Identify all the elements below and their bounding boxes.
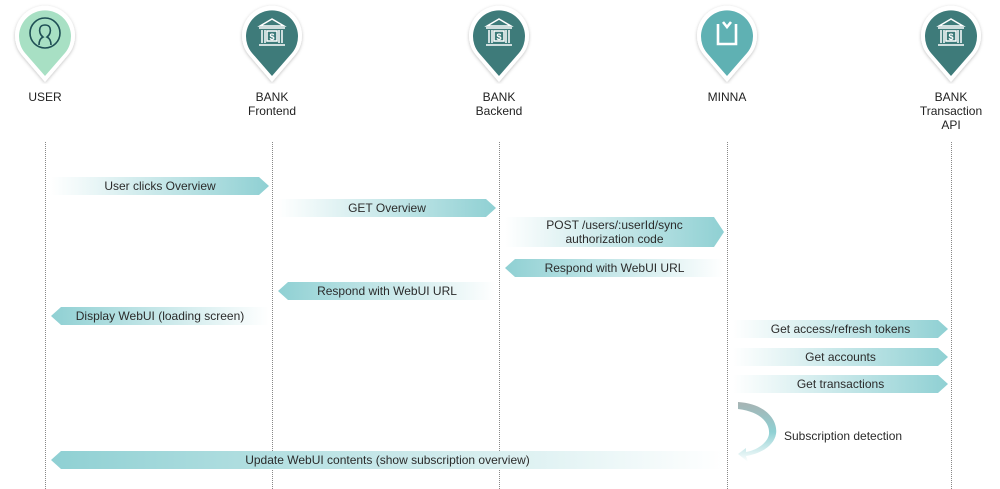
self-call-label: Subscription detection [784, 429, 903, 443]
actor-minna: MINNA [667, 0, 787, 104]
message-label: Get accounts [805, 350, 876, 364]
svg-text:$: $ [269, 32, 274, 42]
message-label: User clicks Overview [104, 179, 216, 193]
message-arrow: Respond with WebUI URL [505, 259, 724, 277]
message-label: Get access/refresh tokens [770, 322, 911, 336]
actor-label-line: MINNA [707, 90, 747, 104]
actor-pin [12, 0, 78, 84]
message-label: Update WebUI contents (show subscription… [245, 453, 530, 467]
message-arrow: User clicks Overview [51, 177, 269, 195]
lifeline-bank-frontend [272, 142, 273, 489]
minna-logo-icon [716, 21, 738, 46]
message-label: Respond with WebUI URL [544, 261, 685, 275]
actor-label-line: Frontend [247, 104, 297, 118]
actor-label: USER [0, 90, 105, 104]
message-arrow: GET Overview [278, 199, 496, 217]
actor-label-line: Backend [475, 104, 523, 118]
bank-icon: $ [257, 18, 287, 46]
lifeline-user [45, 142, 46, 489]
actor-label-line: API [941, 118, 961, 132]
message-arrow: Get accounts [733, 348, 948, 366]
actor-label-line: BANK [255, 90, 289, 104]
lifeline-bank-backend [499, 142, 500, 489]
message-label: Respond with WebUI URL [317, 284, 457, 298]
message-arrow: Update WebUI contents (show subscription… [51, 451, 724, 469]
actor-label-line: BANK [482, 90, 516, 104]
user-icon [29, 17, 61, 49]
actor-pin [694, 0, 760, 84]
message-label: Display WebUI (loading screen) [75, 309, 245, 323]
actor-label-line: Transaction [919, 104, 983, 118]
actor-pin: $ [466, 0, 532, 84]
svg-text:$: $ [948, 32, 953, 42]
message-label: Get transactions [796, 377, 885, 391]
lifeline-minna [727, 142, 728, 489]
svg-text:$: $ [496, 32, 501, 42]
actor-label-line: USER [28, 90, 62, 104]
lifeline-bank-transaction-api [951, 142, 952, 489]
self-call-arrow [738, 402, 782, 469]
message-arrow: Get access/refresh tokens [733, 320, 948, 338]
message-arrow: Display WebUI (loading screen) [51, 307, 269, 325]
actor-label-line: BANK [934, 90, 968, 104]
message-arrow: Respond with WebUI URL [278, 282, 496, 300]
message-label: GET Overview [348, 201, 426, 215]
actor-pin: $ [239, 0, 305, 84]
actor-pin: $ [918, 0, 984, 84]
bank-icon: $ [936, 18, 966, 46]
message-arrow: Get transactions [733, 375, 948, 393]
actor-user: USER [0, 0, 105, 104]
actor-label: MINNA [667, 90, 787, 104]
bank-icon: $ [484, 18, 514, 46]
